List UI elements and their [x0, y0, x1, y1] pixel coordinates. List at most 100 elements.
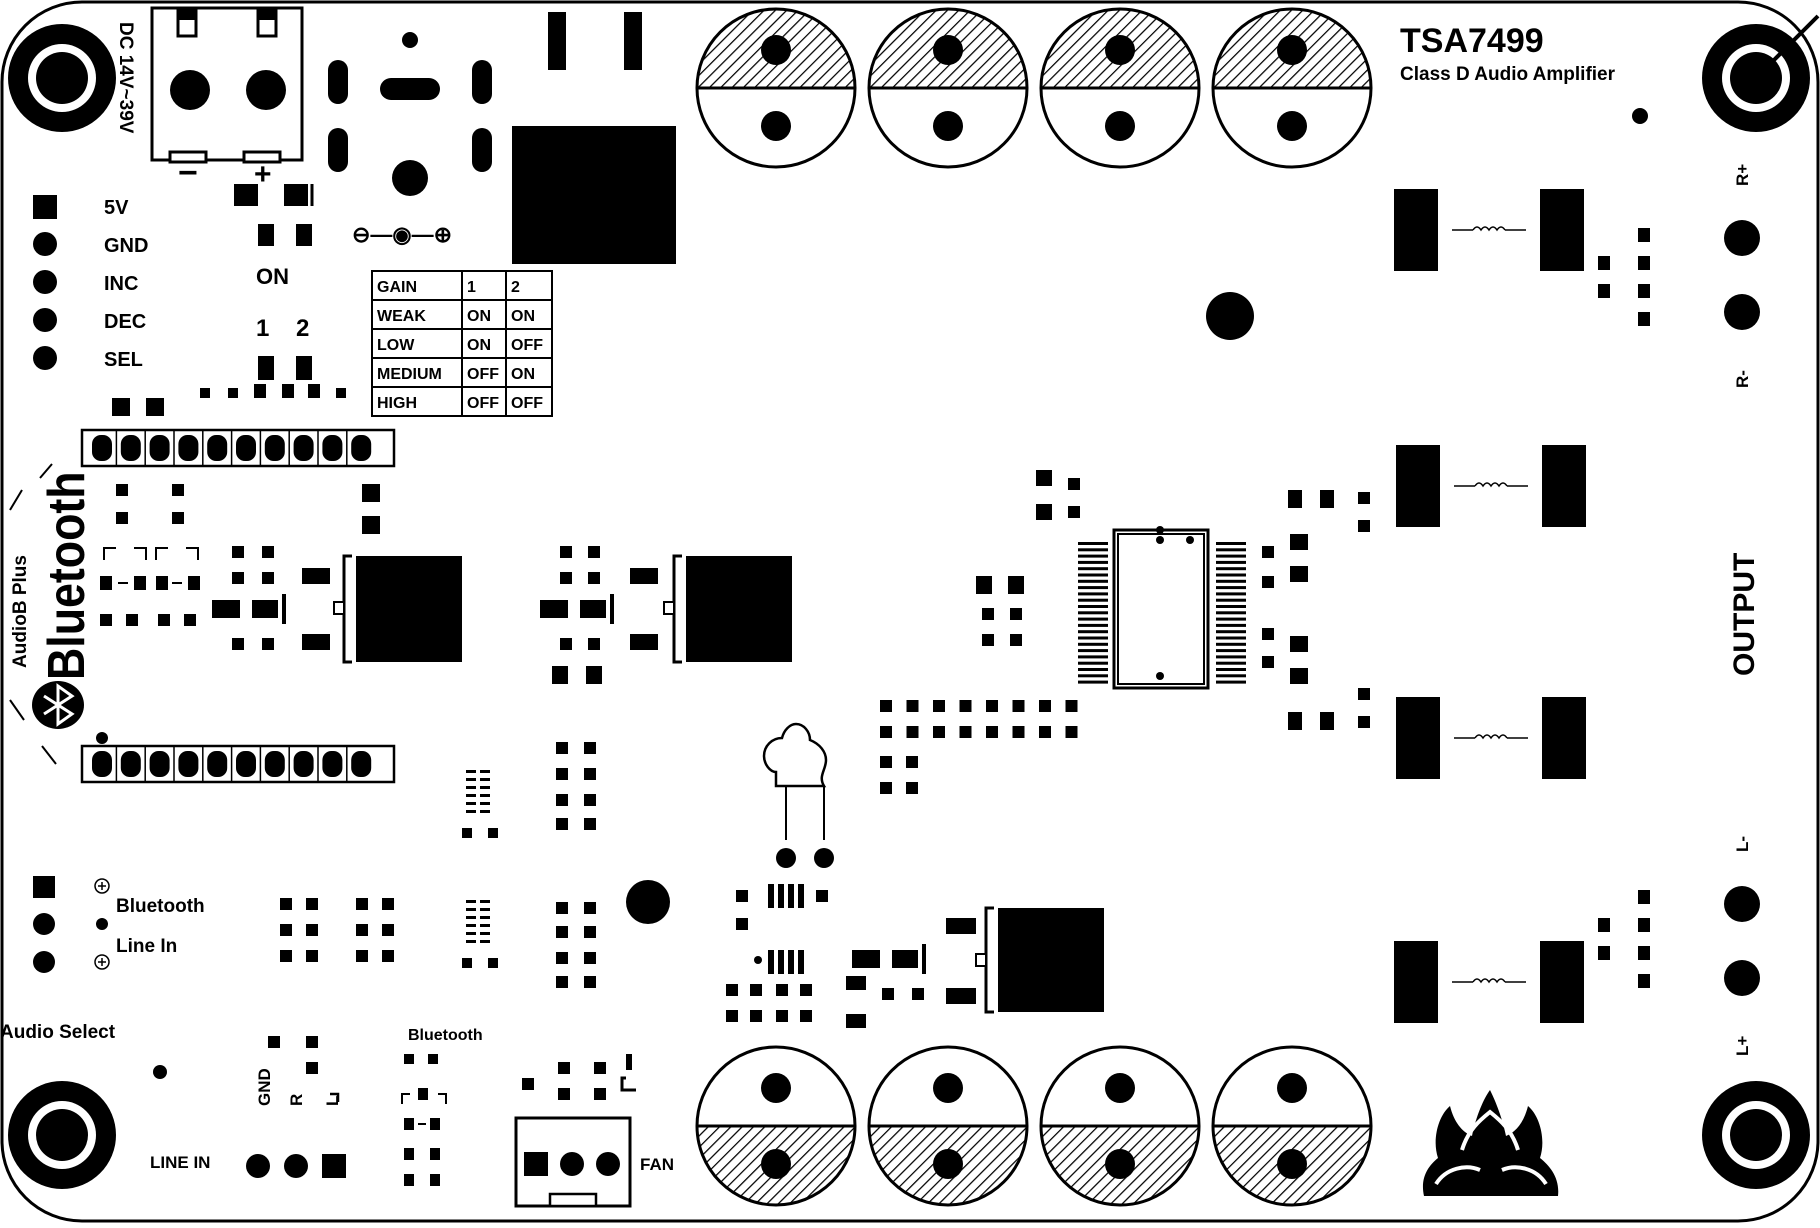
regulator-ic-2	[540, 546, 792, 684]
fan-connector	[514, 1054, 636, 1208]
bt-area-pads	[100, 484, 380, 626]
output-inductor	[1396, 445, 1586, 527]
gain-table-cell: HIGH	[377, 395, 417, 412]
audio-select-linein-label: Line In	[116, 936, 177, 957]
header-pin	[264, 435, 285, 461]
pin1-marker	[96, 732, 108, 744]
output-side-pads	[1598, 220, 1760, 996]
gain-table-cell: ON	[511, 366, 535, 383]
electrolytic-capacitor	[867, 7, 1029, 169]
polarity-jack-symbol: ⊖—◉—⊕	[352, 222, 452, 247]
header-pin	[149, 751, 170, 777]
gain-table-cell: OFF	[511, 395, 543, 412]
header-pin	[178, 751, 199, 777]
bluetooth-module-outline	[9, 463, 57, 765]
mounting-hole-top-right	[1702, 14, 1820, 132]
mounting-hole-top-left	[8, 24, 116, 132]
middle-pads	[462, 742, 670, 988]
polarity-plus: +	[254, 158, 272, 191]
amplifier-ic	[1112, 526, 1210, 690]
header-pin	[351, 435, 372, 461]
r-minus-label: R-	[1733, 370, 1752, 388]
gain-table-cell: 2	[511, 279, 520, 296]
electrolytic-capacitor	[695, 7, 857, 169]
pin-gnd-label: GND	[104, 235, 148, 257]
header-pin	[293, 751, 314, 777]
l-label: L	[323, 1096, 342, 1106]
header-pin	[264, 751, 285, 777]
gain-table-cell: OFF	[467, 395, 499, 412]
gain-table-cell: ON	[467, 337, 491, 354]
line-in-label: LINE IN	[150, 1153, 210, 1172]
header-pin	[236, 435, 256, 461]
line-in-dot	[153, 1065, 167, 1079]
electrolytic-capacitor	[695, 1045, 857, 1207]
bt-header-bottom	[80, 744, 396, 784]
gnd-label: GND	[255, 1068, 274, 1106]
fiducial-dot	[1632, 108, 1648, 124]
gain-table-cell: LOW	[377, 337, 415, 354]
bt-header-top	[80, 428, 396, 468]
pin-inc-label: INC	[104, 273, 138, 295]
control-header	[33, 195, 57, 370]
regulator-ic-3	[975, 906, 1104, 1014]
header-pin	[120, 751, 141, 777]
electrolytic-capacitor	[867, 1045, 1029, 1207]
mounting-hole-bottom-left	[8, 1081, 116, 1189]
power-components	[328, 12, 676, 264]
audio-select-label: Audio Select	[0, 1022, 116, 1043]
dc-input-label: DC 14V~39V	[115, 22, 136, 134]
header-pin	[92, 751, 112, 777]
bluetooth-icon	[32, 681, 84, 729]
output-inductor	[1394, 941, 1584, 1023]
bluetooth-logo-text: Bluetooth	[38, 471, 96, 680]
header-pin	[92, 435, 112, 461]
audio-pads	[280, 898, 394, 962]
header-pin	[207, 751, 228, 777]
board-title: TSA7499	[1400, 22, 1544, 60]
small-soic-chips	[466, 768, 490, 944]
lotus-logo	[1422, 1090, 1559, 1196]
r-label: R	[287, 1094, 306, 1106]
gain-table-cell: MEDIUM	[377, 366, 442, 383]
bluetooth-pads	[401, 1054, 447, 1186]
capacitors-top	[695, 7, 1373, 169]
board-subtitle: Class D Audio Amplifier	[1400, 64, 1616, 85]
polarity-minus: −	[178, 154, 198, 192]
bluetooth-pad-label: Bluetooth	[408, 1027, 483, 1044]
header-pin	[322, 435, 343, 461]
gain-table-cell: OFF	[511, 337, 543, 354]
gain-switch-pads	[234, 184, 314, 380]
electrolytic-capacitor	[1211, 1045, 1373, 1207]
amplifier-ic-pins	[1078, 542, 1246, 684]
r-plus-label: R+	[1733, 164, 1752, 186]
electrolytic-capacitor	[1039, 7, 1201, 169]
output-inductors	[1394, 189, 1586, 1023]
header-pin	[120, 435, 141, 461]
l-plus-label: L+	[1733, 1036, 1752, 1056]
module-label: AudioB Plus	[10, 555, 31, 668]
output-inductor	[1396, 697, 1586, 779]
fan-label: FAN	[640, 1155, 674, 1174]
dc-power-terminal	[150, 6, 304, 164]
output-inductor	[1394, 189, 1584, 271]
header-pin	[322, 751, 343, 777]
gain-table-cell: ON	[511, 308, 535, 325]
audio-select-header	[33, 876, 110, 973]
gain-table-cell: GAIN	[377, 279, 417, 296]
header-pin	[293, 435, 314, 461]
pin-dec-label: DEC	[104, 311, 146, 333]
audio-select-bluetooth-label: Bluetooth	[116, 896, 205, 917]
electrolytic-capacitor	[1211, 7, 1373, 169]
led-indicator	[762, 722, 834, 868]
gain-table-cell: OFF	[467, 366, 499, 383]
center-pad-grid	[880, 700, 1078, 794]
header-pin	[236, 751, 256, 777]
ic-surrounding-pads	[976, 292, 1370, 730]
pin-5v-label: 5V	[104, 197, 129, 219]
switch-1-label: 1	[256, 315, 269, 342]
header-pin	[351, 751, 372, 777]
